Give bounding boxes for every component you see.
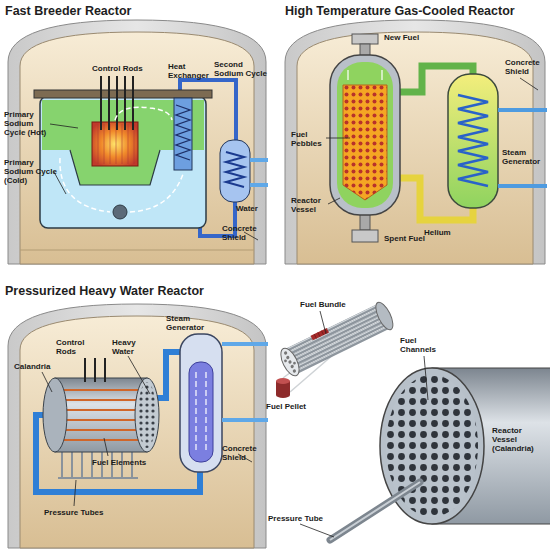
part-label: Pressure Tube (268, 514, 323, 523)
fuel-detail-illustration (276, 300, 550, 540)
part-label: Primary Sodium Cycle (Hot) (4, 110, 54, 137)
part-label: Fuel Bundle (300, 300, 346, 309)
part-label: Water (236, 204, 258, 213)
fast-breeder-illustration (8, 20, 268, 264)
part-label: Primary Sodium Cycle (Cold) (4, 158, 57, 185)
part-label: Spent Fuel (384, 234, 425, 243)
part-label: Fuel Pellet (266, 402, 306, 411)
part-label: New Fuel (384, 33, 419, 42)
part-label: Calandria (14, 362, 50, 371)
part-label: Fuel Channels (400, 336, 442, 354)
panel-title: Pressurized Heavy Water Reactor (5, 284, 204, 298)
part-label: Heavy Water (112, 338, 144, 356)
panel-title: High Temperature Gas-Cooled Reactor (285, 4, 515, 18)
part-label: Helium (424, 228, 451, 237)
htgr-illustration (285, 20, 547, 264)
part-label: Pressure Tubes (44, 508, 103, 517)
part-label: Reactor Vessel (Calandria) (492, 426, 544, 453)
part-label: Steam Generator (166, 314, 212, 332)
phwr-illustration (8, 304, 268, 548)
part-label: Control Rods (56, 338, 92, 356)
part-label: Fuel Elements (92, 458, 146, 467)
part-label: Second Sodium Cycle (214, 60, 272, 78)
part-label: Control Rods (92, 64, 143, 73)
part-label: Fuel Pebbles (291, 130, 327, 148)
part-label: Concrete Shield (505, 58, 547, 76)
part-label: Reactor Vessel (291, 196, 329, 214)
panel-title: Fast Breeder Reactor (5, 4, 131, 18)
part-label: Concrete Shield (222, 444, 264, 462)
part-label: Heat Exchanger (168, 62, 214, 80)
part-label: Concrete Shield (222, 224, 264, 242)
part-label: Steam Generator (502, 148, 548, 166)
